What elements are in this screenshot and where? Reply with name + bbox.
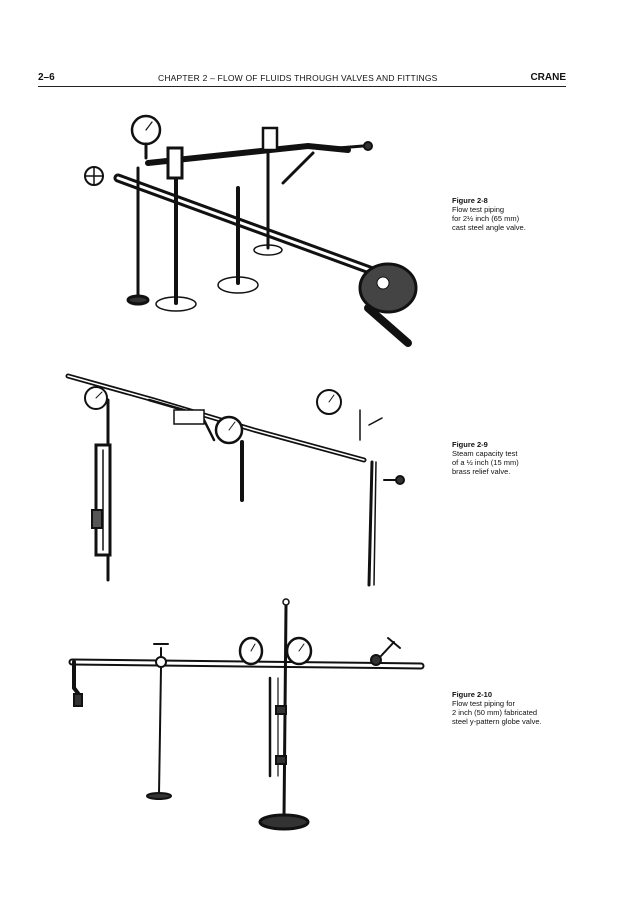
chapter-title: CHAPTER 2 – FLOW OF FLUIDS THROUGH VALVE… [158, 73, 438, 83]
figure-2-10-text: Flow test piping for 2 inch (50 mm) fabr… [452, 699, 542, 726]
page-number: 2–6 [38, 72, 55, 83]
figure-2-10-caption: Figure 2-10 Flow test piping for 2 inch … [452, 690, 582, 726]
figure-2-9-label: Figure 2-9 [452, 440, 488, 449]
brand-name: CRANE [530, 72, 566, 83]
figure-2-9-photo [64, 370, 414, 590]
figure-2-10-photo [66, 596, 426, 836]
figure-2-10-label: Figure 2-10 [452, 690, 493, 699]
figure-2-8-caption: Figure 2-8 Flow test piping for 2½ inch … [452, 196, 582, 232]
page-header: 2–6 CHAPTER 2 – FLOW OF FLUIDS THROUGH V… [38, 72, 566, 87]
figure-2-9-text: Steam capacity test of a ½ inch (15 mm) … [452, 449, 519, 476]
figure-2-9-caption: Figure 2-9 Steam capacity test of a ½ in… [452, 440, 582, 476]
figure-2-8-label: Figure 2-8 [452, 196, 488, 205]
figure-2-8-text: Flow test piping for 2½ inch (65 mm) cas… [452, 205, 526, 232]
figure-2-8-photo [78, 108, 438, 348]
